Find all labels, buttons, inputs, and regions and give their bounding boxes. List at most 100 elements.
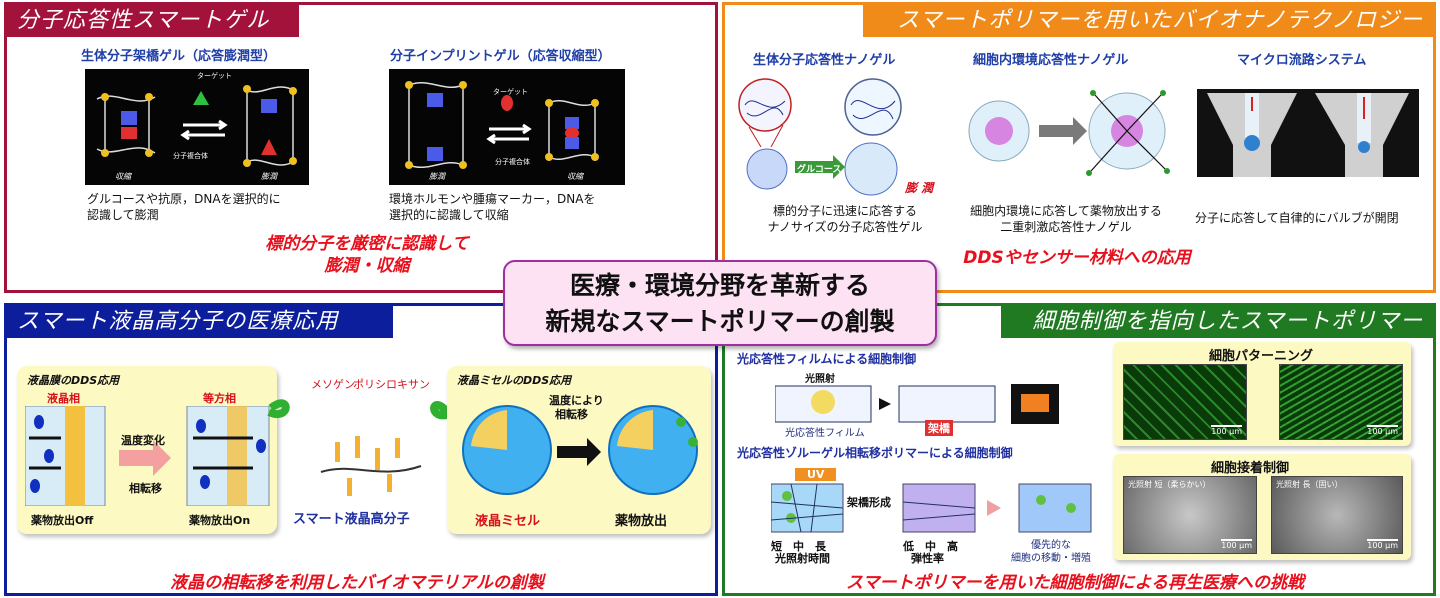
left-shrink-label: 収縮 — [115, 172, 131, 181]
panel2-summary: DDSやセンサー材料への応用 — [963, 248, 1191, 268]
left-caption-line1: グルコースや抗原，DNAを選択的に — [87, 192, 281, 206]
right-swell-label: 膨潤 — [429, 172, 445, 181]
center-title-line2: 新規なスマートポリマーの創製 — [545, 307, 895, 336]
scale-bar-2: 100 μm — [1367, 425, 1398, 436]
adhesion-image-2: 光照射 長（固い） 100 μm — [1271, 476, 1403, 554]
col1-caption-line1: 標的分子に迅速に応答する — [772, 204, 917, 218]
panel-bionanotech: スマートポリマーを用いたバイオナノテクノロジー 生体分子応答性ナノゲル 細胞内環… — [722, 2, 1436, 293]
lc-membrane-icon — [25, 406, 270, 506]
lc-membrane-head: 液晶膜のDDS応用 — [27, 374, 120, 387]
panel-title-smart-gel: 分子応答性スマートゲル — [7, 5, 299, 37]
panel3-summary: 液晶の相転移を利用したバイオマテリアルの創製 — [170, 573, 544, 593]
scale-bar-4: 100 μm — [1367, 539, 1398, 550]
imprint-gel-illustration: ターゲット 分子複合体 膨潤 収縮 — [389, 69, 625, 185]
col2-caption-line2: 二重刺激応答性ナノゲル — [1000, 220, 1132, 234]
patterning-title: 細胞パターニング — [1209, 349, 1314, 364]
col2-subhead: 細胞内環境応答性ナノゲル — [973, 53, 1129, 68]
preferential-label-1: 優先的な — [1031, 540, 1071, 551]
dual-nanogel-icon — [968, 90, 1170, 176]
scale-bar-3: 100 μm — [1221, 539, 1252, 550]
temp-phase-label: 相転移 — [555, 408, 588, 421]
col2-caption-line1: 細胞内環境に応答して薬物放出する — [970, 204, 1162, 218]
film-icon — [775, 384, 1059, 424]
temp-change-label: 温度変化 — [121, 434, 165, 447]
panel1-summary: 標的分子を厳密に認識して 膨潤・収縮 — [207, 233, 527, 277]
panel-title-cell-control: 細胞制御を指向したスマートポリマー — [1001, 306, 1433, 338]
adhesion-image-1: 光照射 短（柔らかい） 100 μm — [1123, 476, 1257, 554]
right-caption-line1: 環境ホルモンや腫瘍マーカー，DNAを — [389, 192, 596, 206]
panel-title-liquid-crystal: スマート液晶高分子の医療応用 — [7, 306, 393, 338]
left-caption-line2: 認識して膨潤 — [87, 208, 159, 222]
film-subhead: 光応答性フィルムによる細胞制御 — [737, 352, 917, 366]
panel-smart-gel: 分子応答性スマートゲル 生体分子架橋ゲル（応答膨潤型） 分子インプリントゲル（応… — [4, 2, 718, 293]
release-on-label: 薬物放出On — [189, 514, 251, 527]
lc-micelle-head: 液晶ミセルのDDS応用 — [457, 374, 572, 387]
panel1-summary-line1: 標的分子を厳密に認識して — [265, 234, 469, 254]
lc-phase-label: 液晶相 — [47, 392, 80, 405]
release-off-label: 薬物放出Off — [31, 514, 94, 527]
lc-membrane-box: 液晶膜のDDS応用 液晶相 等方相 温度変化 相転移 薬物放出Off 薬物放出O… — [17, 366, 277, 534]
col3-subhead: マイクロ流路システム — [1237, 53, 1367, 68]
col2-caption: 細胞内環境に応答して薬物放出する 二重刺激応答性ナノゲル — [961, 203, 1171, 235]
solgel-icon — [771, 483, 1092, 533]
film-label: 光応答性フィルム — [785, 428, 865, 439]
nanogel-icon — [738, 78, 902, 196]
patterning-image-2: 100 μm — [1279, 364, 1403, 440]
light-label: 光照射 — [805, 374, 835, 385]
iso-phase-label: 等方相 — [203, 392, 236, 405]
patterning-box: 細胞パターニング 100 μm 100 μm — [1113, 342, 1411, 446]
right-shrink-label: 収縮 — [567, 172, 583, 181]
left-target-label: ターゲット — [197, 72, 232, 80]
right-target-label: ターゲット — [493, 88, 528, 96]
crosslink-label: 架橋 — [925, 420, 953, 436]
microfluidic-illustration — [1197, 89, 1419, 177]
panel-liquid-crystal: スマート液晶高分子の医療応用 液晶膜のDDS応用 液晶相 等方相 温度変化 相転… — [4, 303, 718, 596]
panel-cell-control: 細胞制御を指向したスマートポリマー 光応答性フィルムによる細胞制御 光照射 光応… — [722, 303, 1436, 596]
mesogen-label: メソゲン — [311, 378, 355, 391]
crosslink-form-label: 架橋形成 — [847, 496, 891, 509]
adhesion-title: 細胞接着制御 — [1211, 461, 1290, 476]
uv-label: UV — [795, 468, 837, 481]
time-label: 光照射時間 — [775, 552, 830, 565]
preferential-label-2: 細胞の移動・増殖 — [1011, 553, 1091, 564]
lc-micelle-label: 液晶ミセル — [475, 514, 541, 529]
col1-caption-line2: ナノサイズの分子応答性ゲル — [767, 220, 923, 234]
polysiloxane-label: ポリシロキサン — [353, 378, 430, 391]
gel-network-icon — [96, 85, 297, 167]
left-swell-label: 膨潤 — [261, 172, 277, 181]
right-complex-label: 分子複合体 — [495, 158, 530, 166]
glucose-label: グルコース — [797, 165, 842, 175]
long-hard-label: 光照射 長（固い） — [1276, 480, 1343, 489]
center-title-box: 医療・環境分野を革新する 新規なスマートポリマーの創製 — [503, 260, 937, 346]
panel-title-bionanotech: スマートポリマーを用いたバイオナノテクノロジー — [863, 5, 1433, 37]
left-caption: グルコースや抗原，DNAを選択的に 認識して膨潤 — [87, 191, 281, 223]
col3-caption: 分子に応答して自律的にバルブが開閉 — [1195, 211, 1399, 225]
biomolecule-gel-illustration: ターゲット 分子複合体 収縮 膨潤 — [85, 69, 309, 185]
elastic-label: 弾性率 — [911, 552, 944, 565]
solgel-subhead: 光応答性ゾルーゲル相転移ポリマーによる細胞制御 — [737, 446, 1013, 460]
drug-release-label: 薬物放出 — [615, 514, 668, 529]
panel4-summary: スマートポリマーを用いた細胞制御による再生医療への挑戦 — [846, 573, 1304, 593]
lc-polymer-icon — [267, 399, 453, 496]
short-soft-label: 光照射 短（柔らかい） — [1128, 480, 1211, 489]
patterning-image-1: 100 μm — [1123, 364, 1247, 440]
center-title-line1: 医療・環境分野を革新する — [569, 271, 870, 300]
lc-polymer-label: スマート液晶高分子 — [293, 512, 410, 527]
adhesion-box: 細胞接着制御 光照射 短（柔らかい） 100 μm 光照射 長（固い） 100 … — [1113, 454, 1411, 560]
valve-icon — [1207, 93, 1409, 177]
lc-micelle-box: 液晶ミセルのDDS応用 温度により 相転移 液晶ミセル 薬物放出 — [447, 366, 711, 534]
col1-subhead: 生体分子応答性ナノゲル — [753, 53, 896, 68]
scale-bar-1: 100 μm — [1211, 425, 1242, 436]
left-complex-label: 分子複合体 — [173, 152, 208, 160]
scale-short-label: 短 中 長 — [771, 540, 826, 553]
right-subhead: 分子インプリントゲル（応答収縮型） — [390, 49, 611, 64]
lc-micelle-icon — [462, 405, 698, 495]
col1-caption: 標的分子に迅速に応答する ナノサイズの分子応答性ゲル — [745, 203, 945, 235]
phase-trans-label: 相転移 — [129, 482, 162, 495]
temp-by-label: 温度により — [549, 394, 604, 407]
right-caption: 環境ホルモンや腫瘍マーカー，DNAを 選択的に認識して収縮 — [389, 191, 595, 223]
left-subhead: 生体分子架橋ゲル（応答膨潤型） — [81, 49, 277, 64]
nanogel-swell-label: 膨 潤 — [905, 181, 934, 195]
panel1-summary-line2: 膨潤・収縮 — [324, 256, 410, 276]
right-caption-line2: 選択的に認識して収縮 — [389, 208, 509, 222]
